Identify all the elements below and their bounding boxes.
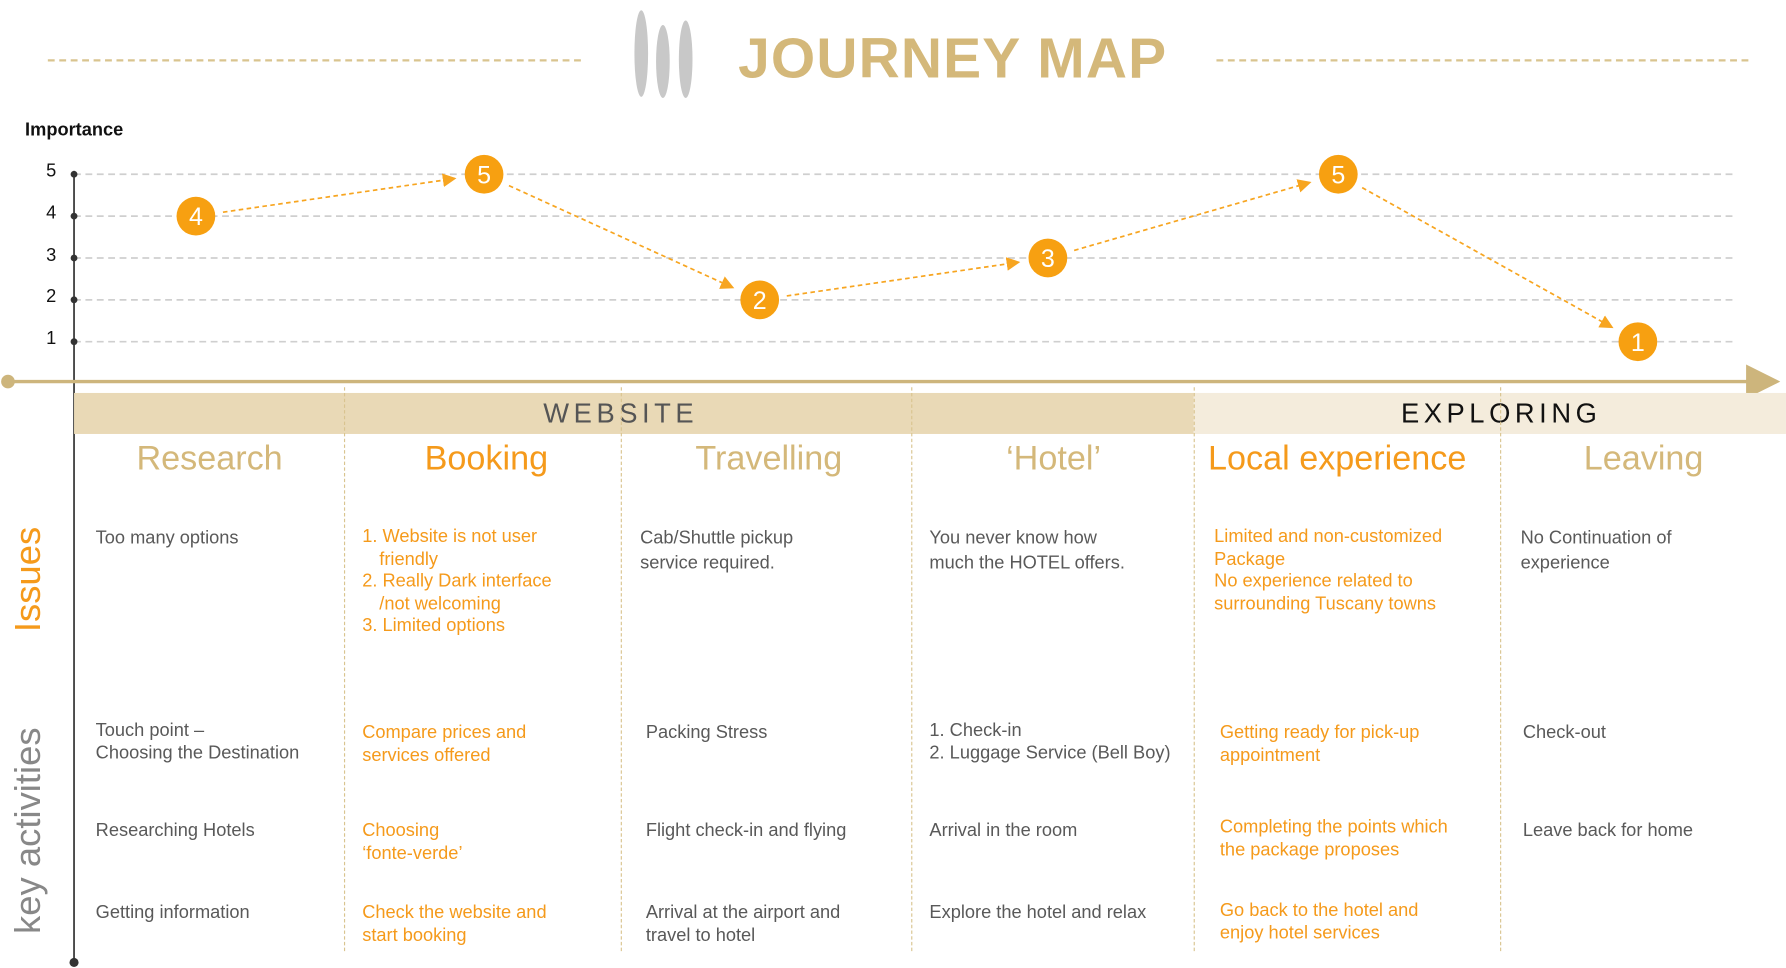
issue-line: 3. Limited options xyxy=(362,616,506,636)
journey-arrow xyxy=(508,184,735,289)
stage-header: ‘Hotel’ xyxy=(1006,439,1102,478)
activity-item: Check the website and start booking xyxy=(362,903,547,946)
column-divider xyxy=(343,387,346,952)
issue-line: Too many options xyxy=(95,528,239,548)
importance-point xyxy=(740,280,780,320)
issue-line: friendly xyxy=(379,549,439,569)
importance-point xyxy=(464,154,504,194)
stage-header: Local experience xyxy=(1208,439,1467,478)
point-label: 5 xyxy=(1331,161,1345,189)
issue-cell: Too many options xyxy=(96,526,239,551)
row-label-key-activities: key activities xyxy=(6,727,48,934)
journey-arrow xyxy=(222,173,457,214)
activity-item: Flight check-in and flying xyxy=(645,821,847,841)
y-tick xyxy=(70,170,78,178)
stage-header: Leaving xyxy=(1583,439,1704,478)
phase-website: WEBSITE xyxy=(543,398,699,430)
point-label: 5 xyxy=(477,161,491,189)
y-tick-label: 1 xyxy=(46,329,57,349)
column-divider xyxy=(1193,387,1195,952)
issue-line: much the HOTEL offers. xyxy=(929,553,1125,573)
column-divider xyxy=(1500,387,1502,952)
y-tick-label: 4 xyxy=(46,203,57,223)
exploring-band xyxy=(1193,392,1786,434)
row-label-issues: Issues xyxy=(6,526,48,633)
importance-point xyxy=(1318,154,1358,194)
issue-line: experience xyxy=(1520,553,1610,573)
activity-item: Completing the points which the package … xyxy=(1219,817,1448,860)
activity-item: Getting information xyxy=(95,903,250,923)
column-divider xyxy=(911,387,913,952)
issue-cell: No Continuation of experience xyxy=(1521,526,1672,576)
y-tick xyxy=(70,296,78,304)
issue-line: 2. Really Dark interface xyxy=(362,571,552,592)
y-tick xyxy=(70,254,78,262)
issue-line: No Continuation of xyxy=(1520,528,1672,548)
point-label: 4 xyxy=(189,203,203,231)
activity-item: Choosing ‘fonte-verde’ xyxy=(362,821,463,864)
activity-item: Arrival at the airport and travel to hot… xyxy=(645,903,841,946)
activity-item: Check-out xyxy=(1522,723,1606,743)
title-divider-right xyxy=(1216,59,1749,62)
activity-item: Touch point – Choosing the Destination xyxy=(95,720,300,764)
column-divider xyxy=(620,387,622,952)
issue-line: Package xyxy=(1214,549,1286,569)
issue-line: Limited and non-customized xyxy=(1214,527,1443,547)
activity-item: Go back to the hotel and enjoy hotel ser… xyxy=(1219,900,1419,944)
activity-item: Explore the hotel and relax xyxy=(929,903,1147,923)
issue-line: /not welcoming xyxy=(379,593,501,614)
cypress-trees-icon xyxy=(634,10,693,98)
point-label: 3 xyxy=(1041,245,1055,273)
activity-item: Researching Hotels xyxy=(95,821,255,841)
point-label: 2 xyxy=(753,287,767,315)
phase-exploring: EXPLORING xyxy=(1400,398,1602,430)
issue-cell: Cab/Shuttle pickup service required. xyxy=(640,526,793,576)
stage-header: Research xyxy=(136,439,283,478)
importance-point xyxy=(1618,322,1658,362)
point-label: 1 xyxy=(1631,329,1645,357)
journey-arrow xyxy=(1073,179,1312,252)
issue-line: service required. xyxy=(640,553,775,573)
issue-line: surrounding Tuscany towns xyxy=(1214,593,1437,614)
website-band xyxy=(74,392,1194,434)
stage-header: Booking xyxy=(424,439,549,478)
importance-point xyxy=(1028,238,1068,278)
issue-line: 1. Website is not user xyxy=(362,527,538,547)
issue-line: You never know how xyxy=(929,528,1097,548)
issue-cell: You never know how much the HOTEL offers. xyxy=(929,526,1124,576)
activity-item: Compare prices and services offered xyxy=(362,723,527,766)
issue-line: Cab/Shuttle pickup xyxy=(640,528,794,548)
activity-item: Getting ready for pick-up appointment xyxy=(1219,723,1420,766)
activity-item: 1. Check-in 2. Luggage Service (Bell Boy… xyxy=(929,720,1171,764)
journey-arrow xyxy=(786,257,1021,297)
activity-item: Arrival in the room xyxy=(929,821,1078,841)
title-divider-left xyxy=(47,59,581,62)
y-tick-label: 3 xyxy=(46,245,57,265)
importance-point xyxy=(176,196,216,236)
y-tick-label: 5 xyxy=(46,161,57,182)
y-tick xyxy=(70,338,78,346)
activity-item: Packing Stress xyxy=(645,723,768,743)
y-axis-title: Importance xyxy=(25,120,124,141)
y-tick xyxy=(70,212,78,220)
activity-item: Leave back for home xyxy=(1522,821,1694,841)
page-title: JOURNEY MAP xyxy=(738,26,1168,90)
stage-header: Travelling xyxy=(695,439,843,478)
issue-line: No experience related to xyxy=(1214,571,1413,592)
y-tick-label: 2 xyxy=(46,287,57,307)
